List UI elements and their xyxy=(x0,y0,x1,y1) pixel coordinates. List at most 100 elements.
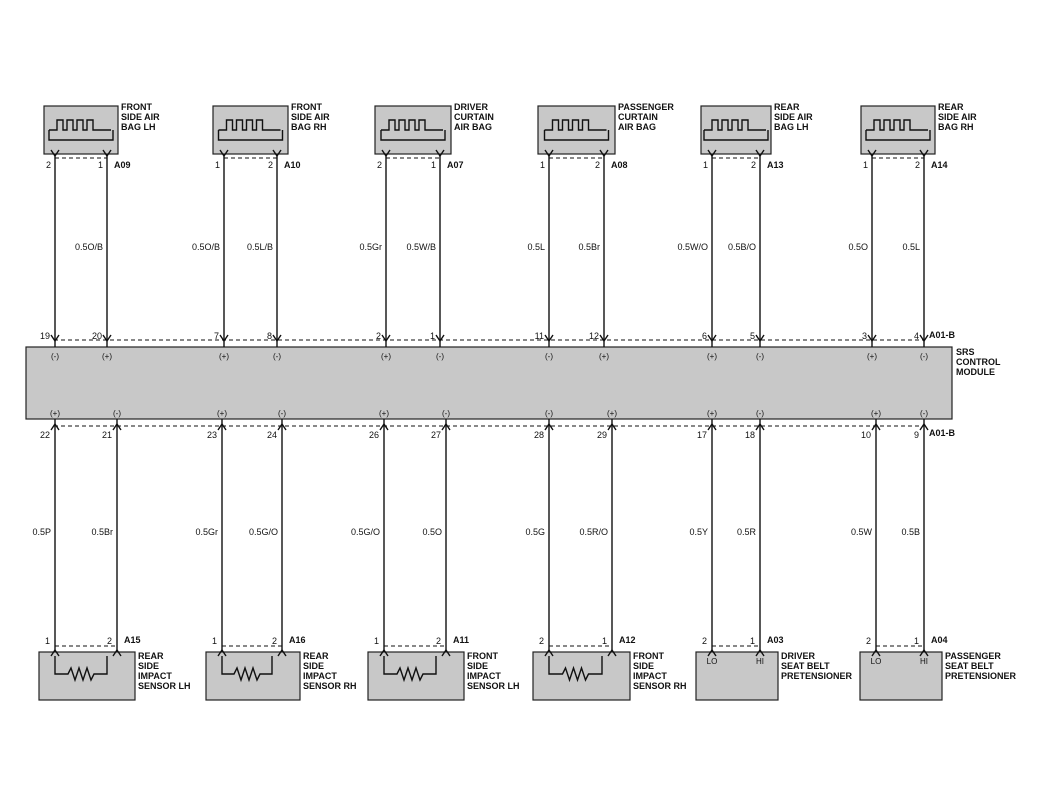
device-label-line: BAG RH xyxy=(291,122,327,132)
device-pin-number: 1 xyxy=(863,160,868,170)
device-label-line: PRETENSIONER xyxy=(945,671,1017,681)
module-pin-polarity: (-) xyxy=(920,352,928,361)
module-pin-polarity: (-) xyxy=(51,352,59,361)
squib-frame xyxy=(703,130,769,141)
device-connector-id: A12 xyxy=(619,635,636,645)
pin-terminal xyxy=(435,149,445,158)
module-pin-terminal xyxy=(599,334,609,343)
wire-spec: 0.5B/O xyxy=(728,242,756,252)
squib-frame xyxy=(48,130,114,141)
module-connector-bottom-id: A01-B xyxy=(929,428,956,438)
wire-spec: 0.5G/O xyxy=(351,527,380,537)
module-pin-terminal xyxy=(707,334,717,343)
pin-terminal xyxy=(102,149,112,158)
pin-terminal xyxy=(919,648,929,657)
sensor-box xyxy=(38,651,136,701)
module-pin-polarity: (+) xyxy=(50,409,60,418)
resistor-symbol xyxy=(54,656,108,683)
wire-spec: 0.5L/B xyxy=(247,242,273,252)
module-pin-polarity: (+) xyxy=(867,352,877,361)
pin-terminal xyxy=(544,149,554,158)
wire-spec: 0.5O/B xyxy=(75,242,103,252)
wire-spec: 0.5Gr xyxy=(359,242,382,252)
module-pin-polarity: (-) xyxy=(442,409,450,418)
pin-terminal xyxy=(919,149,929,158)
module-pin-terminal xyxy=(277,422,287,431)
squib-symbol xyxy=(218,119,281,131)
device-label-line: FRONT xyxy=(121,102,152,112)
pin-terminal xyxy=(219,149,229,158)
module-pin-terminal xyxy=(755,334,765,343)
device-label-line: REAR xyxy=(303,651,329,661)
wire-spec: 0.5L xyxy=(902,242,920,252)
device-label-line: IMPACT xyxy=(467,671,501,681)
device-label-line: AIR BAG xyxy=(454,122,492,132)
module-pin-terminal xyxy=(755,422,765,431)
pin-terminal xyxy=(277,648,287,657)
wire-spec: 0.5G xyxy=(525,527,545,537)
device-label-line: FRONT xyxy=(291,102,322,112)
module-pin-polarity: (+) xyxy=(599,352,609,361)
device-connector-id: A15 xyxy=(124,635,141,645)
srs-control-module xyxy=(25,346,953,420)
resistor-symbol xyxy=(548,656,603,683)
module-pin-number: 4 xyxy=(914,331,919,341)
wire-spec: 0.5B xyxy=(901,527,920,537)
module-pin-number: 1 xyxy=(430,331,435,341)
device-pin-number: 2 xyxy=(268,160,273,170)
device-label-line: PASSENGER xyxy=(945,651,1001,661)
device-connector-id: A07 xyxy=(447,160,464,170)
wire-spec: 0.5P xyxy=(32,527,51,537)
module-pin-polarity: (+) xyxy=(102,352,112,361)
device-pin-number: 1 xyxy=(45,636,50,646)
device-label-line: IMPACT xyxy=(633,671,667,681)
module-pin-polarity: (-) xyxy=(756,409,764,418)
device-pin-number: 2 xyxy=(751,160,756,170)
module-pin-polarity: (-) xyxy=(920,409,928,418)
device-connector-id: A10 xyxy=(284,160,301,170)
module-pin-terminal xyxy=(867,334,877,343)
sensor-box xyxy=(205,651,301,701)
module-pin-polarity: (-) xyxy=(273,352,281,361)
module-label-line-1: SRS xyxy=(956,347,975,357)
device-label-line: SIDE xyxy=(633,661,654,671)
pretensioner-box xyxy=(695,651,779,701)
device-label-line: SIDE AIR xyxy=(938,112,977,122)
module-pin-number: 20 xyxy=(92,331,102,341)
device-pin-number: 2 xyxy=(107,636,112,646)
pin-terminal xyxy=(707,648,717,657)
device-pin-number: 1 xyxy=(750,636,755,646)
pin-terminal xyxy=(707,149,717,158)
pin-terminal xyxy=(441,648,451,657)
device-label-line: REAR xyxy=(774,102,800,112)
module-pin-polarity: (-) xyxy=(545,409,553,418)
device-pin-number: 1 xyxy=(703,160,708,170)
module-pin-terminal xyxy=(435,334,445,343)
device-label-line: IMPACT xyxy=(303,671,337,681)
device-pin-number: 2 xyxy=(539,636,544,646)
module-label-line-3: MODULE xyxy=(956,367,995,377)
device-label-line: SENSOR RH xyxy=(633,681,687,691)
module-pin-number: 5 xyxy=(750,331,755,341)
device-label-line: CURTAIN xyxy=(454,112,494,122)
module-pin-terminal xyxy=(607,422,617,431)
device-label-line: REAR xyxy=(938,102,964,112)
device-pin-number: 1 xyxy=(215,160,220,170)
device-pin-number: 2 xyxy=(702,636,707,646)
device-connector-id: A16 xyxy=(289,635,306,645)
module-pin-number: 10 xyxy=(861,430,871,440)
squib-symbol xyxy=(381,119,443,131)
device-label-line: SENSOR LH xyxy=(467,681,520,691)
module-pin-terminal xyxy=(112,422,122,431)
module-pin-polarity: (-) xyxy=(113,409,121,418)
module-pin-number: 2 xyxy=(376,331,381,341)
